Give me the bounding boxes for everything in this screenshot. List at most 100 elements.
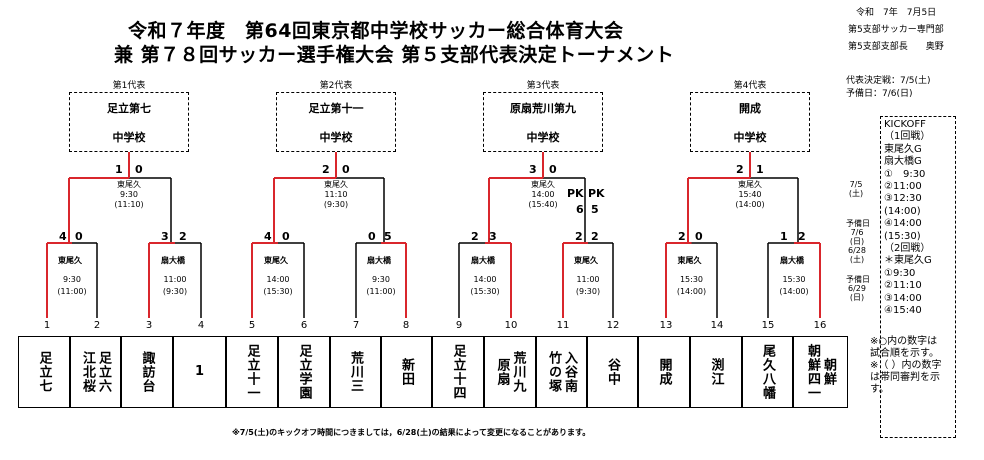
team-box: 諏訪台 xyxy=(121,336,173,408)
team-number: 14 xyxy=(710,320,724,331)
team-name: 足立十四 xyxy=(450,344,466,400)
team-number: 7 xyxy=(352,320,360,331)
match-referee: (14:00) xyxy=(779,287,809,296)
team-number: 10 xyxy=(504,320,518,331)
match-score-left: 3 xyxy=(161,230,169,243)
kickoff-line: ②11:10 xyxy=(884,280,922,292)
pk-label-right: PK xyxy=(588,187,605,200)
match-info: 9:30(11:00) xyxy=(356,274,406,298)
final-time: 11:10 xyxy=(324,190,348,199)
kickoff-line: ②11:00 xyxy=(884,181,922,193)
page-title-line1: 令和７年度 第64回東京都中学校サッカー総合体育大会 xyxy=(128,20,624,42)
match-info: 11:00(9:30) xyxy=(150,274,200,298)
note-line: す。 xyxy=(870,384,889,395)
match-referee: (11:00) xyxy=(366,287,396,296)
final-venue: 東尾久 xyxy=(117,180,141,189)
match-score-right: 5 xyxy=(384,230,392,243)
note-line: ※（ ）内の数字 xyxy=(870,360,942,371)
match-time: 9:30 xyxy=(63,275,81,284)
team-box: 荒川三 xyxy=(330,336,381,408)
match-venue: 扇大橋 xyxy=(471,256,495,265)
rep-school-suffix: 中学校 xyxy=(526,130,560,144)
match-info: 9:30(11:00) xyxy=(47,274,97,298)
kickoff-line: （1回戦） xyxy=(884,131,931,143)
kickoff-line: ④15:40 xyxy=(884,305,922,317)
team-name: 足立六 xyxy=(96,351,111,393)
rep-school-suffix: 中学校 xyxy=(733,130,767,144)
match-venue: 東尾久 xyxy=(58,256,82,265)
rep-school: 足立第十一 xyxy=(308,101,364,115)
rep-school: 開成 xyxy=(739,101,761,115)
match-score-right: 0 xyxy=(695,230,703,243)
kickoff-line: 東尾久G xyxy=(884,143,922,155)
rep-label: 第1代表 xyxy=(112,81,146,91)
team-box: 谷中 xyxy=(587,336,638,408)
rep-school: 足立第七 xyxy=(107,101,151,115)
match-venue: 東尾久 xyxy=(264,256,288,265)
team-number: 11 xyxy=(556,320,570,331)
final-score-left: 2 xyxy=(736,163,744,176)
team-name: 原扇 xyxy=(494,358,510,386)
reserve-date: 予備日：7/6(日) xyxy=(846,89,913,99)
team-name: 諏訪台 xyxy=(139,351,155,393)
rep-box: 原扇荒川第九中学校 xyxy=(483,92,603,152)
issue-date: 令和 7年 7月5日 xyxy=(856,8,937,18)
team-number: 1 xyxy=(43,320,51,331)
team-name: 朝鮮 xyxy=(821,358,836,386)
match-score-left: 0 xyxy=(368,230,376,243)
team-name: 新田 xyxy=(399,358,414,386)
match-time: 15:30 xyxy=(679,275,704,284)
final-score-right: 0 xyxy=(549,163,557,176)
note-line: 試合順を示す。 xyxy=(870,348,939,359)
match-time: 14:00 xyxy=(473,275,497,284)
final-venue: 東尾久 xyxy=(738,180,762,189)
match-venue: 扇大橋 xyxy=(161,256,185,265)
team-number: 15 xyxy=(761,320,775,331)
final-referee: (11:10) xyxy=(114,200,144,209)
match-referee: (9:30) xyxy=(575,287,601,296)
kickoff-line: ③12:30 xyxy=(884,193,922,205)
footnote: ※7/5(土)のキックオフ時間につきましては，6/28(土)の結果によって変更に… xyxy=(232,428,591,437)
match-info: 14:00(15:30) xyxy=(253,274,303,298)
page-title-line2: 兼 第７８回サッカー選手権大会 第５支部代表決定トーナメント xyxy=(114,44,675,66)
kickoff-line: ①9:30 xyxy=(884,267,916,279)
match-info: 14:00 (15:30) xyxy=(460,274,510,298)
match-info: 15:30 (14:00) xyxy=(667,274,717,298)
note-line: は帯同審判を示 xyxy=(870,372,940,383)
final-score-left: 1 xyxy=(115,163,123,176)
final-score-left: 3 xyxy=(529,163,537,176)
final-referee: (9:30) xyxy=(323,200,349,209)
team-name: 荒川九 xyxy=(510,351,526,393)
match-venue: 東尾久 xyxy=(677,256,702,265)
team-number: 12 xyxy=(606,320,620,331)
team-name: 尾久八幡 xyxy=(760,344,775,400)
team-number: 5 xyxy=(248,320,256,331)
match-referee: (14:00) xyxy=(676,287,707,296)
kickoff-line: ① 9:30 xyxy=(884,168,926,180)
kickoff-line: ③14:00 xyxy=(884,292,922,304)
match-referee: (15:30) xyxy=(470,287,500,296)
team-number: 4 xyxy=(197,320,205,331)
team-name: 朝鮮四一 xyxy=(805,344,820,400)
match-score-right: 0 xyxy=(282,230,290,243)
match-info: 11:00(9:30) xyxy=(563,274,613,298)
kickoff-line: ＊東尾久G xyxy=(884,255,932,267)
final-score-right: 1 xyxy=(756,163,764,176)
team-name: 足立十一 xyxy=(244,344,260,400)
kickoff-line: (15:30) xyxy=(884,230,921,242)
match-score-left: 2 xyxy=(471,230,479,243)
match-score-right: 0 xyxy=(75,230,83,243)
match-venue: 扇大橋 xyxy=(367,256,391,265)
team-name: 渕江 xyxy=(708,358,724,386)
team-box: 足立六江北桜 xyxy=(70,336,121,408)
match-time: 11:00 xyxy=(163,275,187,284)
team-box: 尾久八幡 xyxy=(742,336,793,408)
team-number: 8 xyxy=(402,320,410,331)
rep-school-suffix: 中学校 xyxy=(112,130,146,144)
note-line: ※○内の数字は xyxy=(870,336,938,347)
